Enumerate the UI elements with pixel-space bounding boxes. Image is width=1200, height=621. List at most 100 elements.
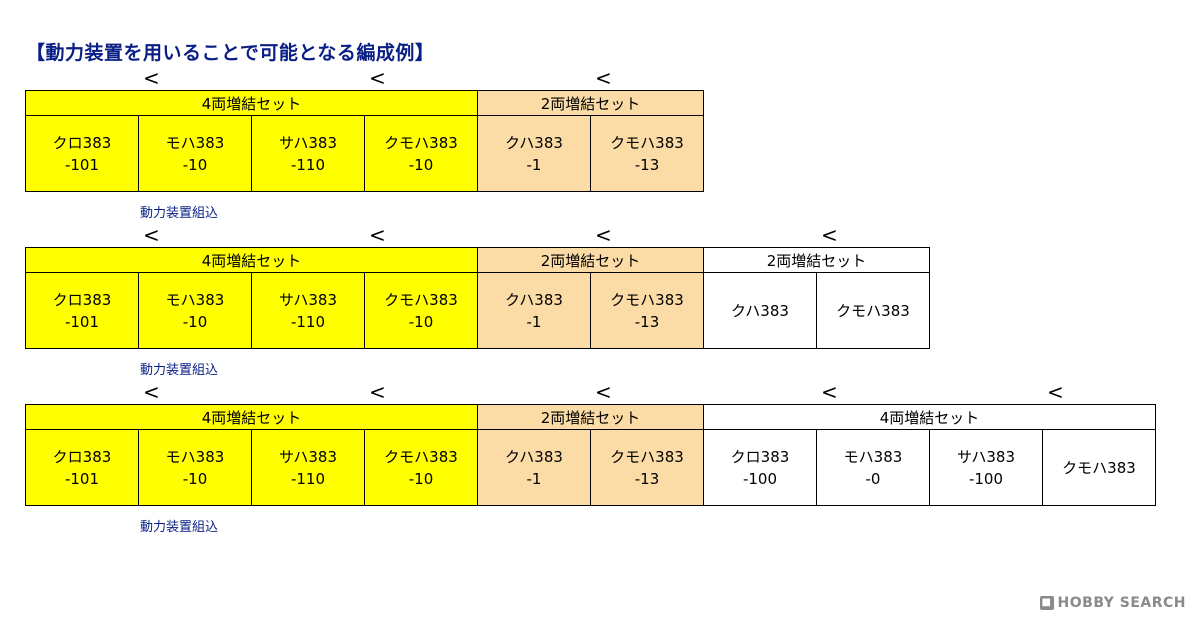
set-header: 4両増結セット bbox=[703, 404, 1156, 430]
car-model: クハ383 bbox=[505, 447, 563, 466]
car-number: -1 bbox=[526, 469, 542, 488]
car-number: -110 bbox=[290, 312, 326, 331]
page-title: 【動力装置を用いることで可能となる編成例】 bbox=[26, 42, 435, 64]
direction-arrow: < bbox=[143, 380, 160, 404]
car-model: クロ383 bbox=[52, 133, 112, 152]
car-model: クモハ383 bbox=[610, 447, 684, 466]
direction-arrow: < bbox=[143, 66, 160, 90]
car-cell: クロ383 -100 bbox=[703, 429, 817, 506]
car-cell: クロ383 -101 bbox=[25, 115, 139, 192]
car-cell: クモハ383 -10 bbox=[364, 115, 478, 192]
car-cell: モハ383 -10 bbox=[138, 115, 252, 192]
car-model: クハ383 bbox=[505, 290, 563, 309]
set-header: 4両増結セット bbox=[25, 404, 478, 430]
car-model: クモハ383 bbox=[384, 447, 458, 466]
direction-arrow: < bbox=[595, 223, 612, 247]
car-grid: 4両増結セットクロ383 -101 モハ383 -10 サハ383 -110 クモハ383 -… bbox=[25, 247, 930, 349]
car-number: -10 bbox=[408, 469, 434, 488]
car-number: -1 bbox=[526, 155, 542, 174]
direction-arrow: < bbox=[143, 223, 160, 247]
car-model: サハ383 bbox=[956, 447, 1016, 466]
set-header: 4両増結セット bbox=[25, 247, 478, 273]
set-header: 2両増結セット bbox=[703, 247, 930, 273]
formation-2: < < < <4両増結セットクロ383 -101 モハ383 -10 サハ383 -110 クモハ… bbox=[25, 225, 930, 378]
car-model: クモハ383 bbox=[610, 133, 684, 152]
car-model: クモハ383 bbox=[1062, 458, 1136, 477]
car-number: -101 bbox=[64, 312, 100, 331]
car-model: サハ383 bbox=[278, 133, 338, 152]
direction-arrows: < < < < bbox=[25, 225, 930, 247]
direction-arrow: < bbox=[369, 380, 386, 404]
car-cell: モハ383 -10 bbox=[138, 429, 252, 506]
car-cell: クロ383 -101 bbox=[25, 429, 139, 506]
car-number: -110 bbox=[290, 469, 326, 488]
car-cell: クモハ383 -13 bbox=[590, 115, 704, 192]
car-cell: クロ383 -101 bbox=[25, 272, 139, 349]
direction-arrow: < bbox=[369, 223, 386, 247]
car-number: -101 bbox=[64, 469, 100, 488]
car-cell: サハ383 -110 bbox=[251, 115, 365, 192]
car-model: クハ383 bbox=[505, 133, 563, 152]
car-model: クロ383 bbox=[730, 447, 790, 466]
direction-arrow: < bbox=[595, 66, 612, 90]
watermark-text: HOBBY SEARCH bbox=[1057, 595, 1186, 611]
watermark: ■ HOBBY SEARCH bbox=[1039, 595, 1186, 611]
car-number: -10 bbox=[182, 155, 208, 174]
car-cell: モハ383 -10 bbox=[138, 272, 252, 349]
car-cell: サハ383 -110 bbox=[251, 272, 365, 349]
car-cell: クモハ383 bbox=[816, 272, 930, 349]
set-header: 2両増結セット bbox=[477, 247, 704, 273]
set-header: 2両増結セット bbox=[477, 404, 704, 430]
car-cell: クモハ383 -13 bbox=[590, 429, 704, 506]
car-cell: モハ383 -0 bbox=[816, 429, 930, 506]
hobby-search-logo-icon: ■ bbox=[1039, 596, 1054, 610]
direction-arrow: < bbox=[369, 66, 386, 90]
car-number: -10 bbox=[182, 312, 208, 331]
car-number: -101 bbox=[64, 155, 100, 174]
car-model: クモハ383 bbox=[384, 290, 458, 309]
car-model: モハ383 bbox=[165, 447, 225, 466]
car-model: クモハ383 bbox=[610, 290, 684, 309]
car-number: -13 bbox=[634, 469, 660, 488]
car-model: クロ383 bbox=[52, 447, 112, 466]
car-cell: サハ383 -100 bbox=[929, 429, 1043, 506]
car-cell: サハ383-110 bbox=[251, 429, 365, 506]
car-number: -0 bbox=[865, 469, 881, 488]
car-model: モハ383 bbox=[165, 290, 225, 309]
car-model: クロ383 bbox=[52, 290, 112, 309]
car-cell: クモハ383 -10 bbox=[364, 272, 478, 349]
car-model: クモハ383 bbox=[384, 133, 458, 152]
car-number: -10 bbox=[408, 312, 434, 331]
car-model: モハ383 bbox=[165, 133, 225, 152]
car-number: -13 bbox=[634, 155, 660, 174]
direction-arrow: < bbox=[1047, 380, 1064, 404]
car-number: -10 bbox=[182, 469, 208, 488]
car-number: -1 bbox=[526, 312, 542, 331]
direction-arrow: < bbox=[595, 380, 612, 404]
set-header: 2両増結セット bbox=[477, 90, 704, 116]
direction-arrows: <<<<< bbox=[25, 382, 1156, 404]
direction-arrow: < bbox=[821, 223, 838, 247]
car-cell: クモハ383 -13 bbox=[590, 272, 704, 349]
power-unit-note: 動力装置組込 bbox=[140, 206, 219, 221]
car-number: -13 bbox=[634, 312, 660, 331]
car-number: -10 bbox=[408, 155, 434, 174]
car-cell: クハ383 -1 bbox=[477, 115, 591, 192]
car-model: サハ383 bbox=[278, 290, 338, 309]
power-unit-note: 動力装置組込 bbox=[140, 520, 219, 535]
car-cell: クハ383 bbox=[703, 272, 817, 349]
car-cell: クモハ383 bbox=[1042, 429, 1156, 506]
car-number: -110 bbox=[290, 155, 326, 174]
car-model: モハ383 bbox=[843, 447, 903, 466]
car-model: クハ383 bbox=[731, 301, 789, 320]
car-number: -100 bbox=[742, 469, 778, 488]
direction-arrows: < < < bbox=[25, 68, 704, 90]
car-number: -100 bbox=[968, 469, 1004, 488]
car-cell: クモハ383 -10 bbox=[364, 429, 478, 506]
car-model: クモハ383 bbox=[836, 301, 910, 320]
